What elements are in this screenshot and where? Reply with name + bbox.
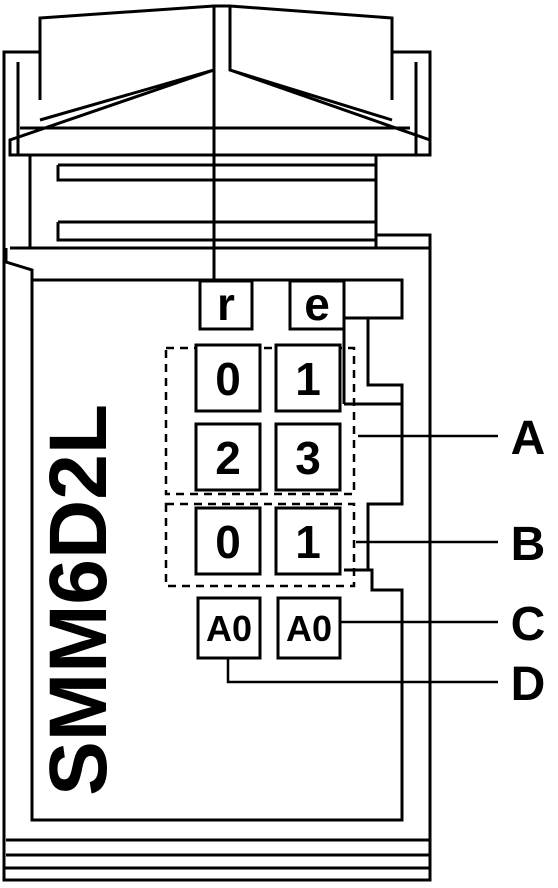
callout-d: D <box>511 658 546 711</box>
led-a3-box <box>274 422 342 492</box>
model-label: SMM6D2L <box>33 404 124 796</box>
side-notch-2 <box>344 402 404 570</box>
callout-c: C <box>511 598 546 651</box>
callout-b: B <box>511 518 546 571</box>
led-a1-label: 1 <box>295 353 321 405</box>
led-b0-label: 0 <box>215 516 241 568</box>
led-a3-label: 3 <box>295 432 321 484</box>
analog-0-box <box>196 596 262 660</box>
cooling-fins <box>10 155 430 250</box>
analog-1-box <box>276 596 342 660</box>
housing-outline <box>2 4 432 882</box>
group-b-frame <box>164 502 356 588</box>
led-e-box <box>288 279 346 331</box>
side-notch-1 <box>344 280 404 406</box>
led-r-box <box>198 279 254 331</box>
led-b1-label: 1 <box>295 516 321 568</box>
led-b0-box <box>194 506 262 576</box>
led-a1-box <box>274 343 342 413</box>
bottom-trim <box>4 838 430 870</box>
group-a-frame <box>164 346 356 496</box>
led-a0-label: 0 <box>215 353 241 405</box>
led-r-label: r <box>217 278 235 330</box>
led-a0-box <box>194 343 262 413</box>
analog-0-label: A0 <box>206 608 252 649</box>
led-a2-label: 2 <box>215 432 241 484</box>
led-e-label: e <box>304 278 330 330</box>
cap-lines <box>8 6 432 157</box>
analog-1-label: A0 <box>286 608 332 649</box>
led-b1-box <box>274 506 342 576</box>
leader-d <box>226 658 498 684</box>
callout-a: A <box>511 412 546 465</box>
led-a2-box <box>194 422 262 492</box>
